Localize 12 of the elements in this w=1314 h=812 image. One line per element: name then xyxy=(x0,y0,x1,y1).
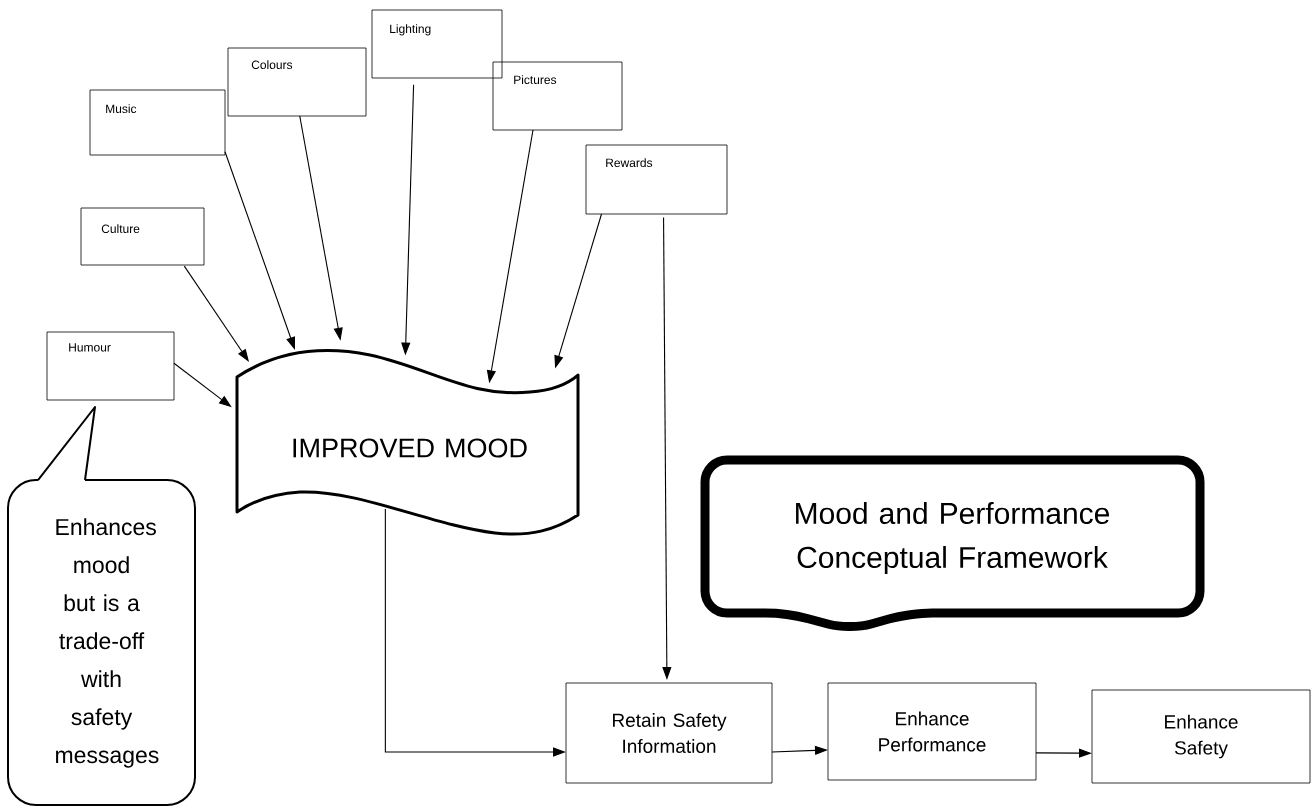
process-box: Enhance Performance xyxy=(827,682,1037,781)
speech-bubble: Enhances mood but is a trade-off with safety messages xyxy=(7,406,196,806)
label-box: Culture xyxy=(80,207,205,266)
label-box: Colours xyxy=(227,47,367,117)
process-box: Enhance Safety xyxy=(1091,689,1311,784)
speech-bubble: Mood and Performance Conceptual Framework xyxy=(700,455,1205,632)
process-box: Retain Safety Information xyxy=(565,682,773,784)
label-box: Humour xyxy=(46,331,175,401)
label-box: Pictures xyxy=(492,61,623,131)
label-box: Rewards xyxy=(585,144,728,215)
label-box: Lighting xyxy=(371,9,503,79)
label-box: Music xyxy=(89,89,226,156)
